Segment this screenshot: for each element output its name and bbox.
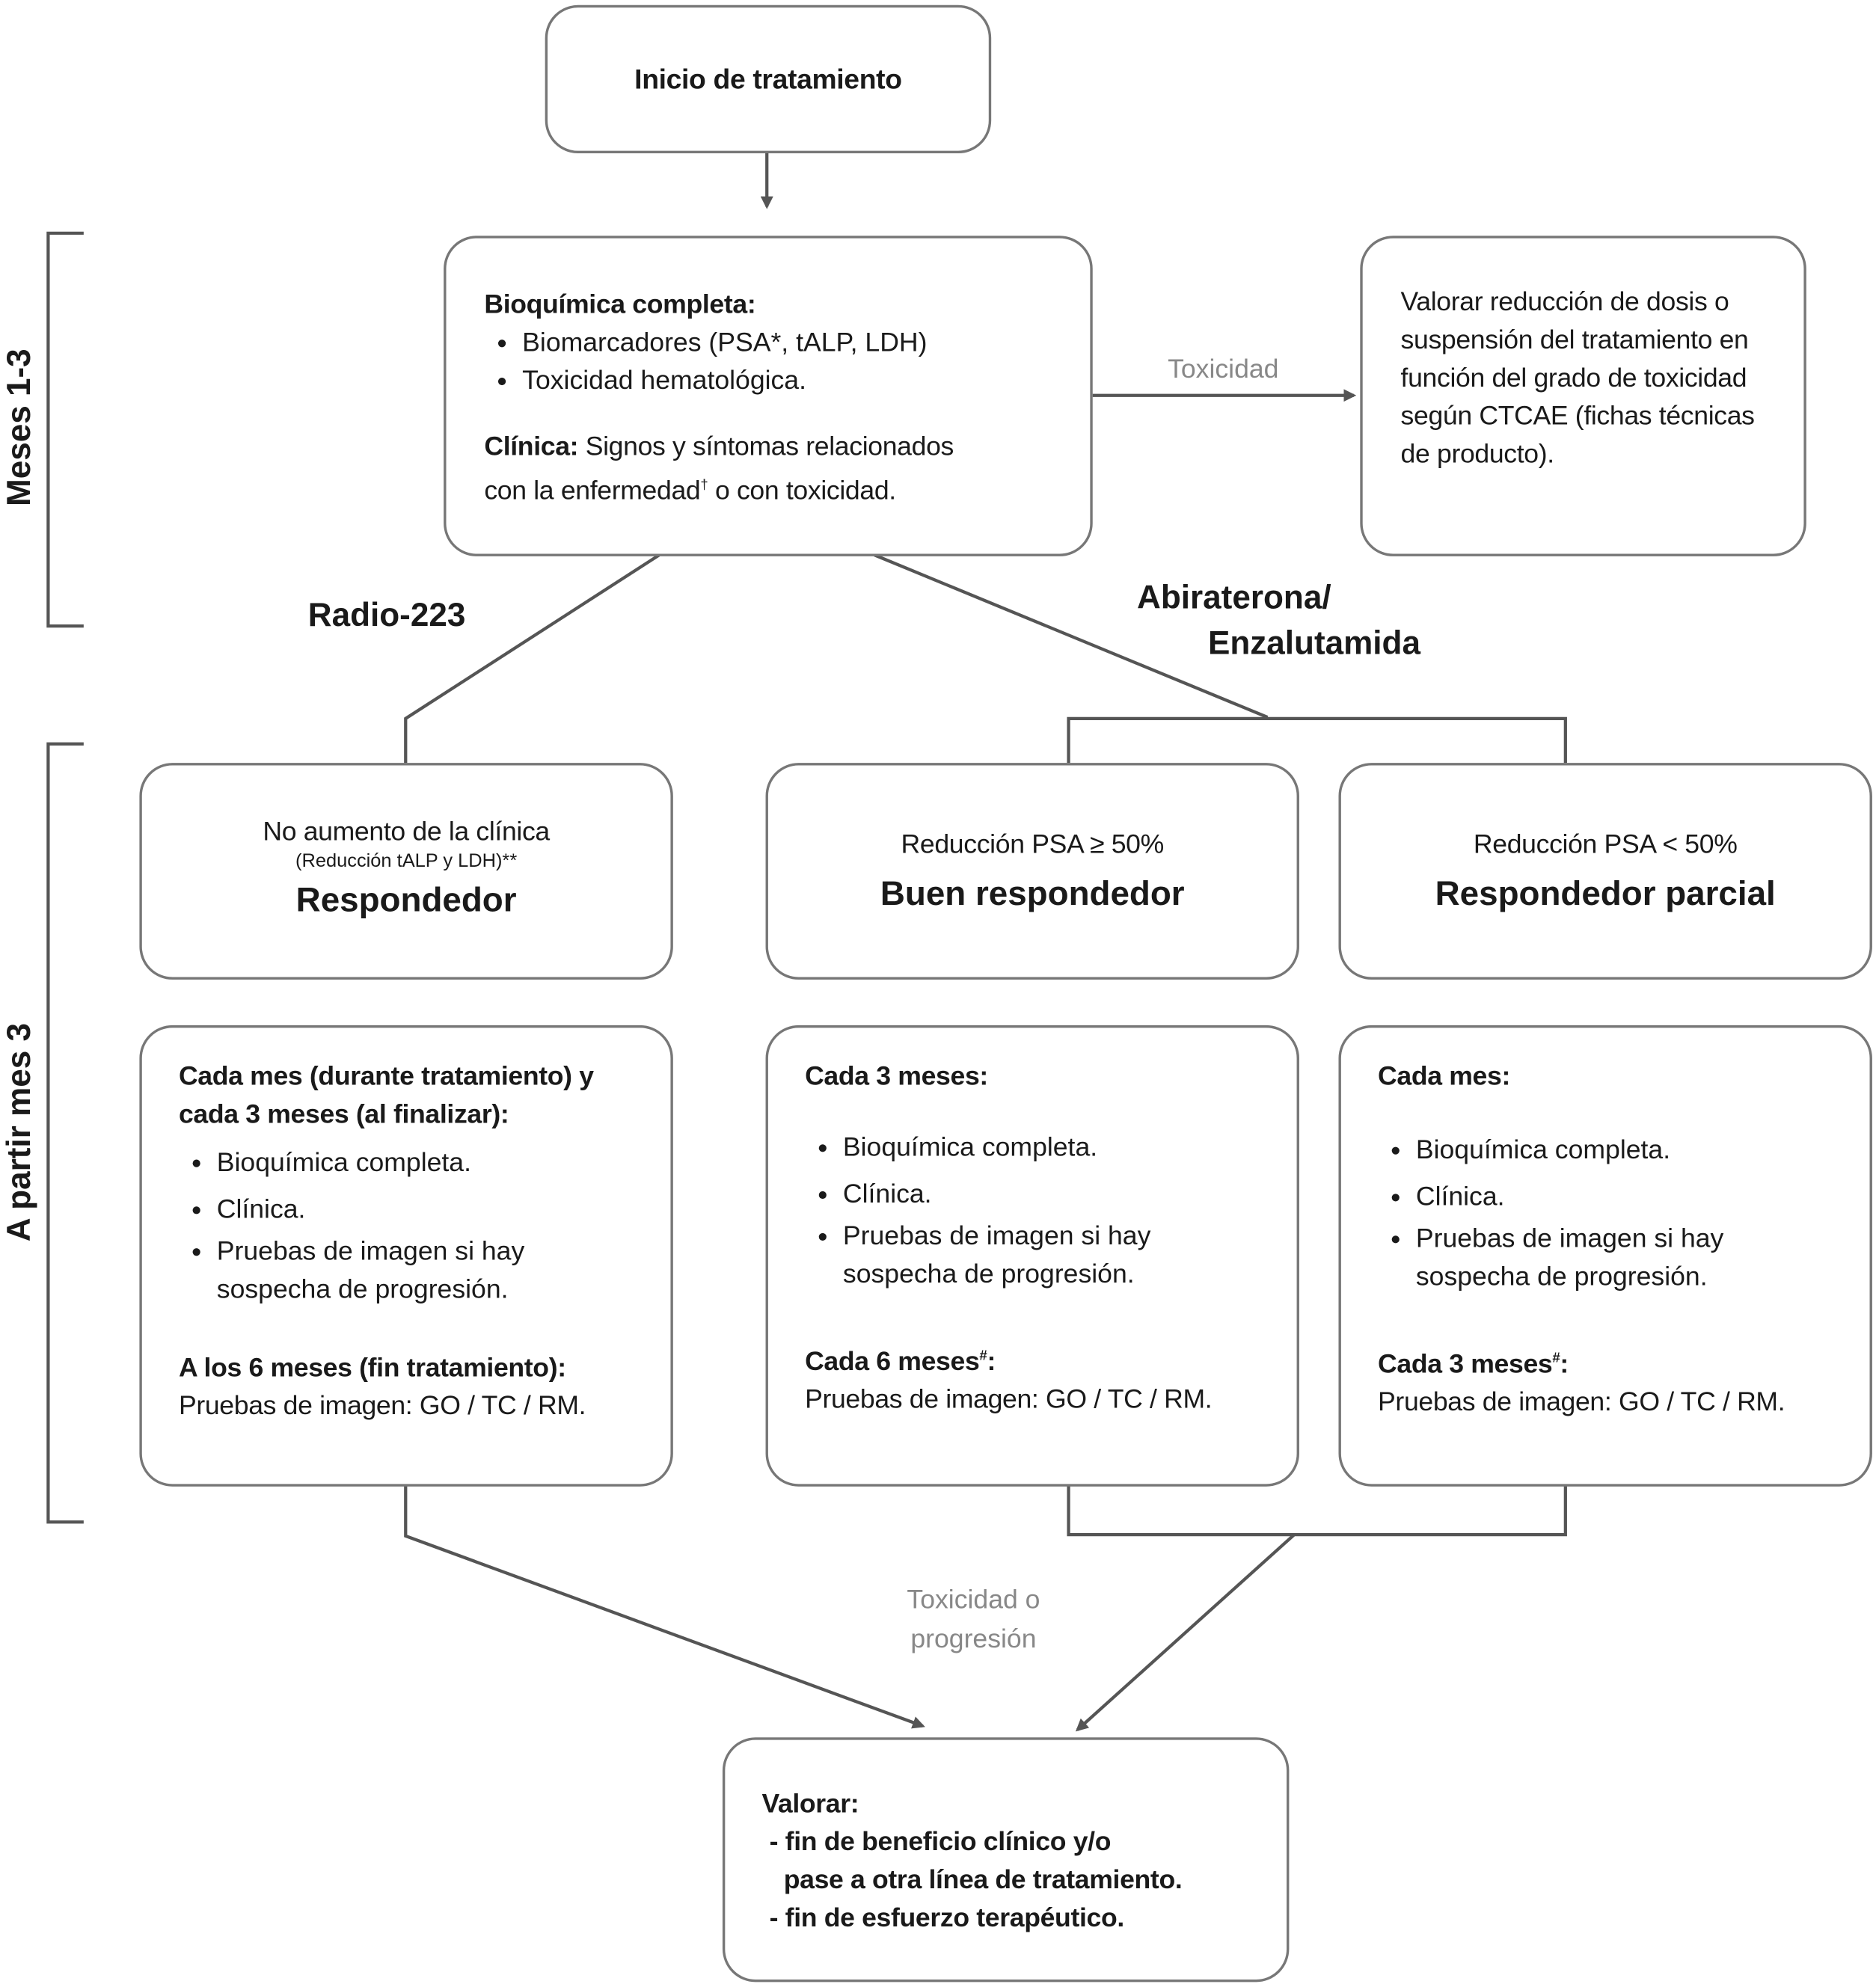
clinica-label: Clínica: bbox=[484, 432, 579, 461]
imaging-heading: A los 6 meses (fin tratamiento): bbox=[178, 1353, 566, 1383]
start-box: Inicio de tratamiento bbox=[545, 4, 992, 154]
followup-bullet: Pruebas de imagen si hay sospecha de pro… bbox=[843, 1218, 1259, 1295]
imaging-heading: Cada 3 meses#: bbox=[1378, 1349, 1569, 1379]
clinica-line1: Signos y síntomas relacionados bbox=[578, 432, 954, 461]
responder-criteria: No aumento de la clínica bbox=[263, 817, 550, 847]
clinica-sup: † bbox=[700, 477, 708, 494]
final-item: - fin de esfuerzo terapéutico. bbox=[769, 1903, 1125, 1933]
bracket-a-partir-mes-3 bbox=[46, 742, 84, 1524]
responder-criteria: Reducción PSA < 50% bbox=[1473, 829, 1738, 859]
followup-bullet: Bioquímica completa. bbox=[1416, 1126, 1832, 1173]
clinica-text: Clínica: Signos y síntomas relacionados … bbox=[484, 429, 1090, 511]
toxicity-text: Valorar reducción de dosis o suspensión … bbox=[1400, 287, 1755, 470]
line-join bbox=[1067, 1485, 1567, 1537]
responder-box: No aumento de la clínica (Reducción tALP… bbox=[139, 763, 673, 980]
line-join-to-final bbox=[1075, 1533, 1296, 1732]
branch-label-abiraterona: Abiraterona/ bbox=[1137, 577, 1331, 616]
imaging-text: Pruebas de imagen: GO / TC / RM. bbox=[1378, 1387, 1785, 1417]
followup-box-radio: Cada mes (durante tratamiento) y cada 3 … bbox=[139, 1025, 673, 1487]
branch-label-enzalutamida: Enzalutamida bbox=[1207, 623, 1420, 662]
bio-heading: Bioquímica completa: bbox=[484, 290, 756, 320]
final-assessment-box: Valorar: - fin de beneficio clínico y/o … bbox=[722, 1737, 1290, 1983]
imaging-heading: Cada 6 meses#: bbox=[805, 1347, 996, 1377]
partial-responder-box: Reducción PSA < 50% Respondedor parcial bbox=[1338, 763, 1872, 980]
followup-heading: Cada mes: bbox=[1378, 1062, 1510, 1092]
good-responder-box: Reducción PSA ≥ 50% Buen respondedor bbox=[765, 763, 1299, 980]
line-split bbox=[1067, 716, 1567, 764]
followup-bullet: Pruebas de imagen si hay sospecha de pro… bbox=[1416, 1220, 1832, 1297]
clinica-line2b: o con toxicidad. bbox=[708, 476, 896, 506]
followup-box-partial: Cada mes: Bioquímica completa. Clínica. … bbox=[1338, 1025, 1872, 1487]
line-abiraterona bbox=[874, 553, 1269, 719]
final-item: pase a otra línea de tratamiento. bbox=[769, 1865, 1183, 1895]
progression-line2: progresión bbox=[910, 1624, 1037, 1654]
final-item: - fin de beneficio clínico y/o bbox=[769, 1827, 1112, 1857]
followup-bullet: Clínica. bbox=[843, 1171, 1259, 1218]
imaging-text: Pruebas de imagen: GO / TC / RM. bbox=[805, 1385, 1213, 1415]
followup-box-good: Cada 3 meses: Bioquímica completa. Clíni… bbox=[765, 1025, 1299, 1487]
toxicity-edge-label: Toxicidad bbox=[1168, 354, 1279, 384]
followup-bullet: Clínica. bbox=[1416, 1173, 1832, 1220]
line-radio bbox=[404, 553, 660, 764]
biochemistry-box: Bioquímica completa: Biomarcadores (PSA*… bbox=[444, 236, 1093, 556]
progression-line1: Toxicidad o bbox=[907, 1585, 1040, 1615]
toxicity-box: Valorar reducción de dosis o suspensión … bbox=[1360, 236, 1806, 556]
responder-criteria-note: (Reducción tALP y LDH)** bbox=[295, 850, 518, 872]
bio-bullet: Biomarcadores (PSA*, tALP, LDH) bbox=[522, 325, 1090, 363]
followup-heading: Cada 3 meses: bbox=[805, 1062, 988, 1092]
imaging-text: Pruebas de imagen: GO / TC / RM. bbox=[178, 1391, 586, 1421]
followup-bullet: Bioquímica completa. bbox=[217, 1139, 646, 1186]
bracket-meses-1-3 bbox=[46, 231, 84, 628]
final-heading: Valorar: bbox=[761, 1789, 859, 1819]
progression-edge-label: Toxicidad o progresión bbox=[872, 1580, 1075, 1659]
start-title: Inicio de tratamiento bbox=[634, 62, 902, 95]
responder-title: Respondedor bbox=[295, 880, 517, 919]
clinica-line2a: con la enfermedad bbox=[484, 476, 701, 506]
followup-bullet: Pruebas de imagen si hay sospecha de pro… bbox=[217, 1233, 646, 1309]
responder-title: Respondedor parcial bbox=[1435, 874, 1776, 913]
followup-heading: Cada mes (durante tratamiento) y cada 3 … bbox=[178, 1062, 594, 1129]
followup-bullet: Bioquímica completa. bbox=[843, 1124, 1259, 1171]
responder-criteria: Reducción PSA ≥ 50% bbox=[901, 829, 1165, 859]
phase-label-second: A partir mes 3 bbox=[0, 1023, 37, 1242]
phase-label-first: Meses 1-3 bbox=[0, 348, 37, 506]
bio-bullet: Toxicidad hematológica. bbox=[522, 363, 1090, 401]
line-respondedor-to-final bbox=[404, 1485, 925, 1729]
responder-title: Buen respondedor bbox=[880, 874, 1185, 913]
branch-label-radio: Radio-223 bbox=[307, 595, 466, 634]
followup-bullet: Clínica. bbox=[217, 1186, 646, 1233]
